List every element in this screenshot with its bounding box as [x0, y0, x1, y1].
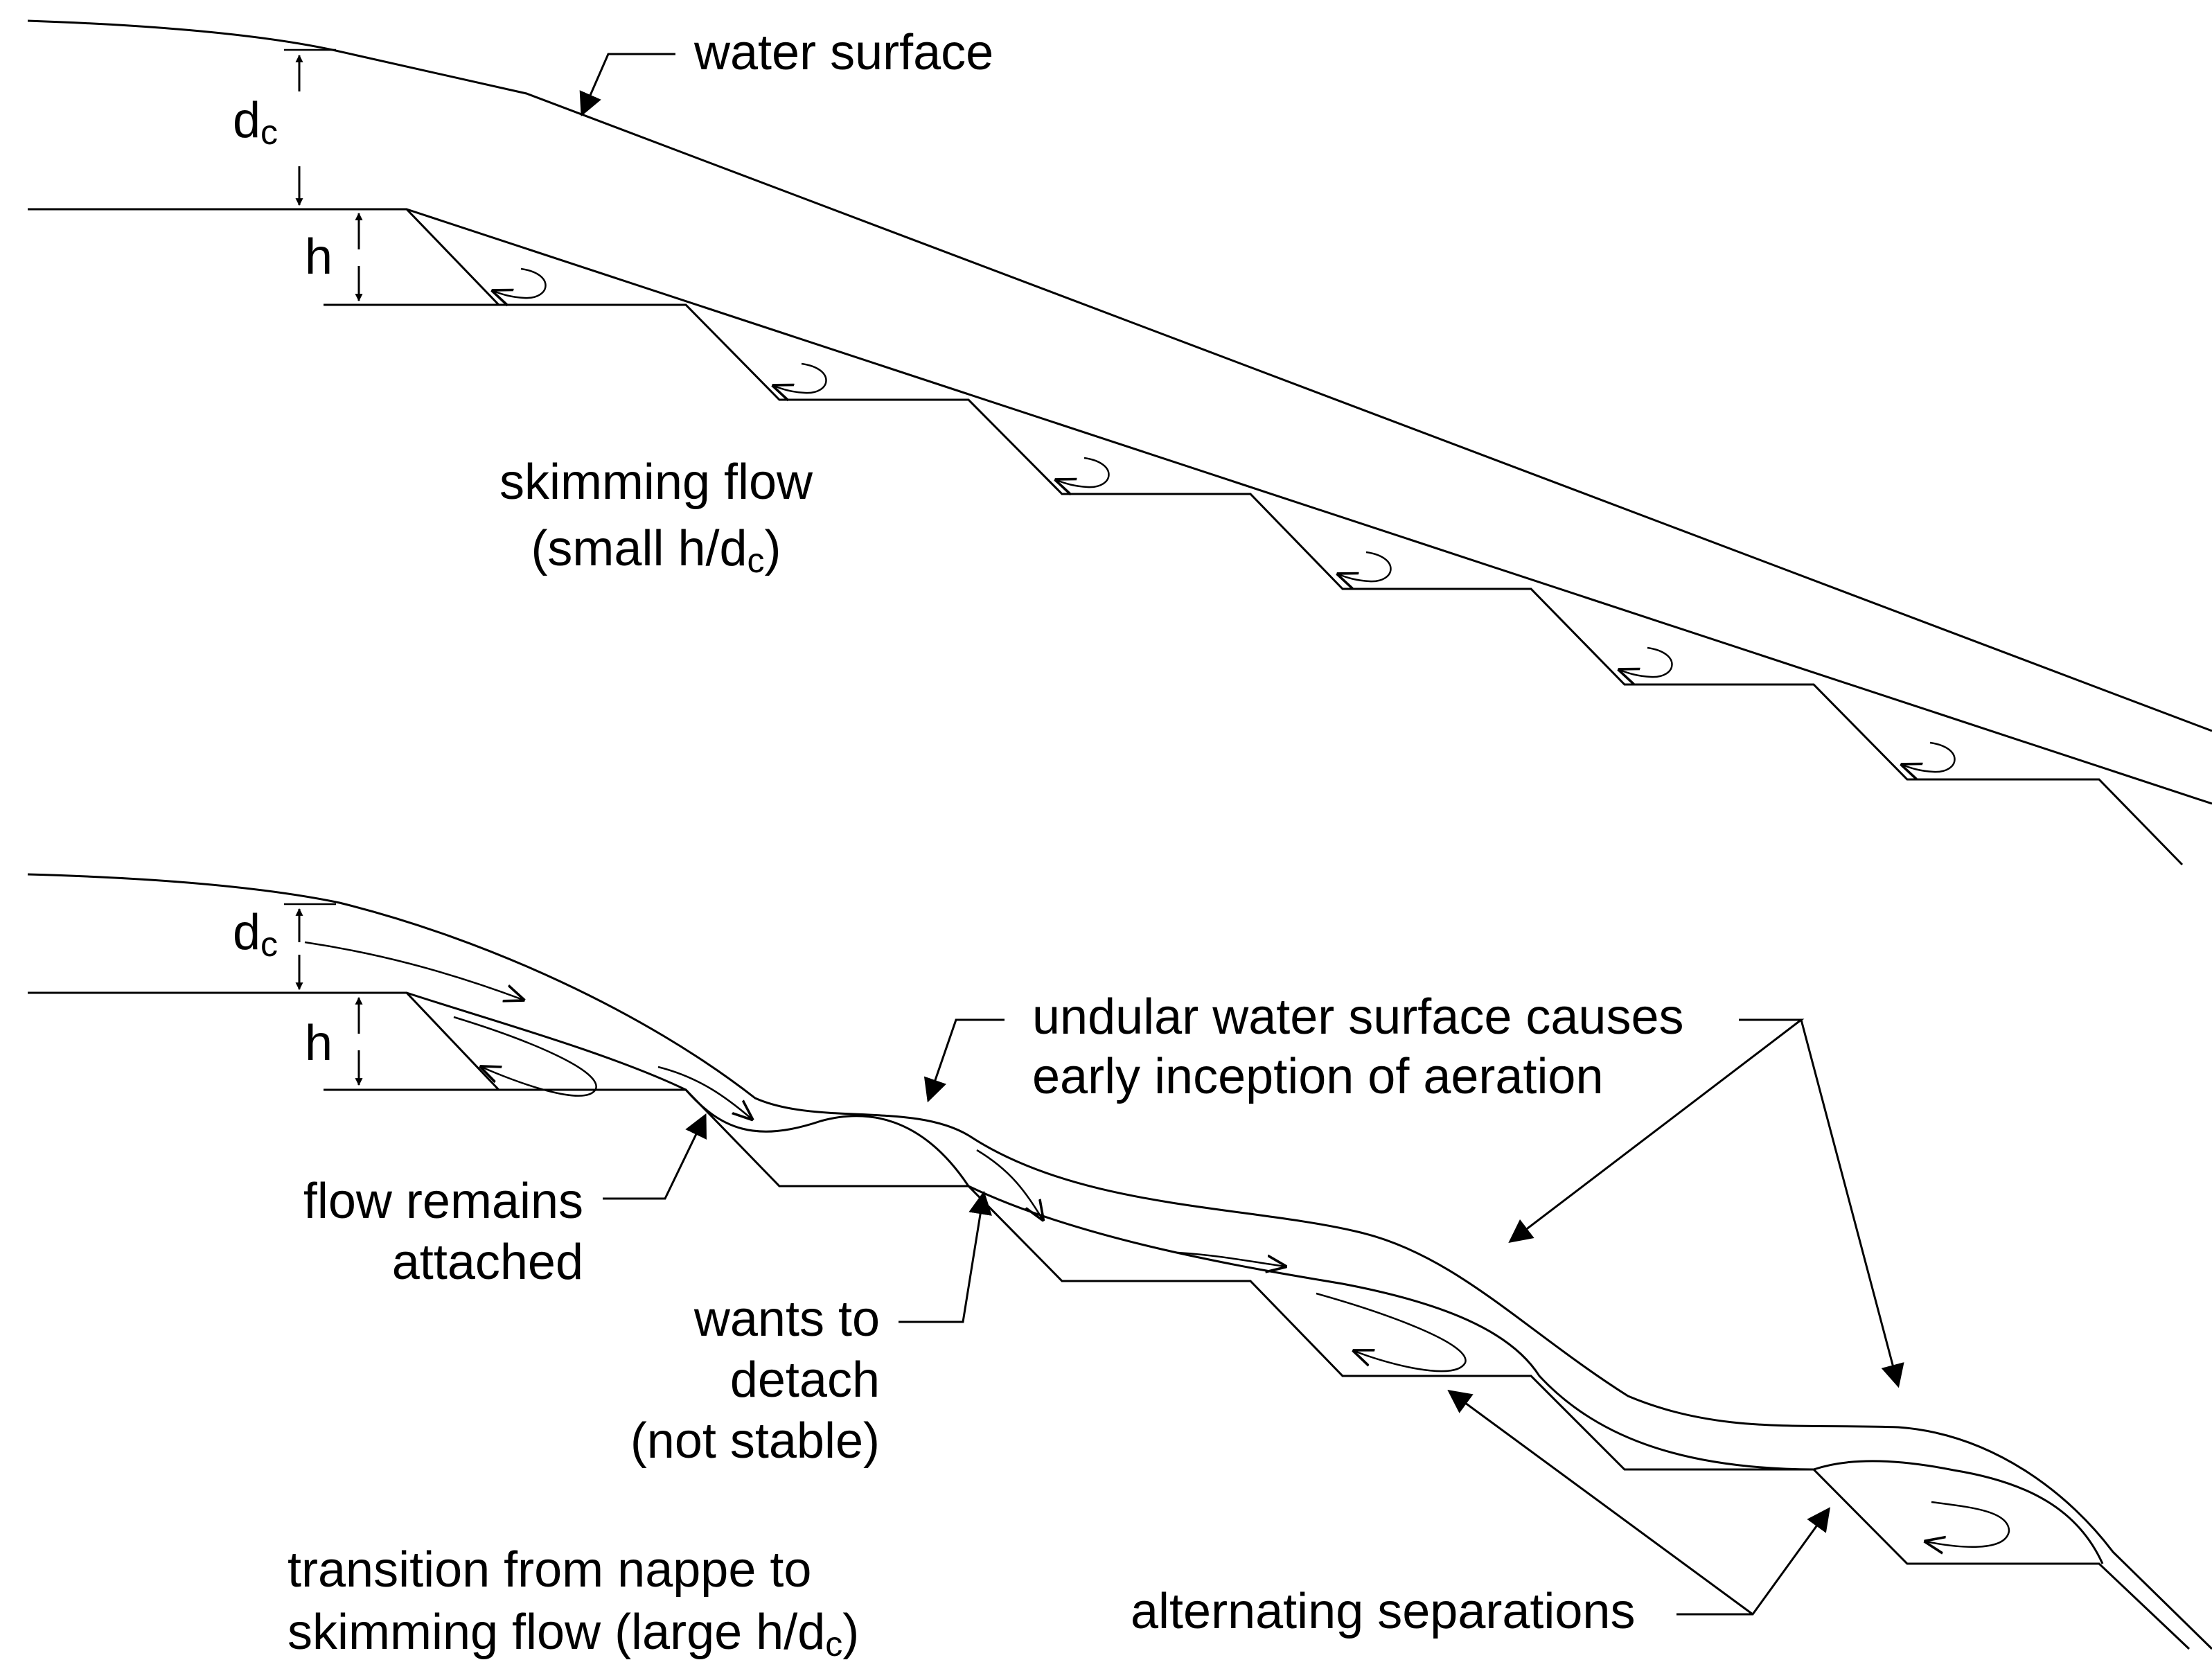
top-skimming-flow-diagram: dc h water surface skimming flow (small …	[27, 19, 2212, 866]
vortex-1	[493, 267, 547, 298]
separations-leader-right	[1676, 1507, 1830, 1616]
undular-label-line1: undular water surface causes	[1032, 989, 1684, 1045]
bottom-undular-water-surface	[27, 873, 2212, 1650]
attached-leader	[603, 1113, 707, 1200]
separations-label: alternating separations	[1131, 1584, 1635, 1639]
top-regime-label-line1: skimming flow	[499, 454, 813, 510]
bottom-regime-label-line1: transition from nappe to	[287, 1542, 811, 1598]
bottom-h-dimension: h	[305, 996, 499, 1091]
bottom-dc-dimension: dc	[233, 903, 336, 991]
bottom-flow-arrows	[304, 941, 1285, 1266]
water-surface-label: water surface	[693, 25, 993, 80]
undular-label-line2: early inception of aeration	[1032, 1049, 1604, 1104]
top-step-profile	[28, 208, 2184, 866]
bottom-dc-label: dc	[233, 905, 278, 964]
vortex-2	[774, 362, 827, 393]
undular-leader-far-right	[1800, 1019, 1904, 1388]
separations-leader-left	[1447, 1389, 1753, 1616]
top-h-label: h	[305, 229, 333, 285]
vortex-5	[1620, 646, 1673, 677]
vortex-step-1	[453, 1016, 597, 1097]
bottom-h-label: h	[305, 1016, 333, 1071]
top-h-dimension: h	[305, 212, 499, 306]
top-water-surface-line	[27, 19, 2212, 732]
top-regime-label-line2: (small h/dc)	[531, 521, 781, 580]
bottom-step-profile	[28, 991, 2191, 1650]
vortex-step-6	[1926, 1501, 2010, 1547]
top-dc-dimension: dc	[233, 48, 336, 206]
detach-leader	[899, 1190, 992, 1323]
detach-label-line1: wants to	[693, 1291, 880, 1347]
undular-leader-left	[923, 1018, 1005, 1103]
bottom-regime-label-line2: skimming flow (large h/dc)	[287, 1605, 859, 1663]
vortex-4	[1338, 551, 1392, 581]
top-recirculation-vortices	[493, 267, 1956, 772]
bottom-separation-vortices	[453, 1016, 2010, 1547]
detach-label-line2: detach	[730, 1352, 880, 1408]
top-pseudo-bottom-line	[406, 208, 2212, 805]
vortex-6	[1902, 741, 1956, 772]
vortex-step-4	[1316, 1292, 1467, 1372]
bottom-jet-lower-boundary	[406, 991, 2104, 1564]
attached-label-line1: flow remains	[303, 1174, 583, 1229]
attached-label-line2: attached	[392, 1235, 583, 1290]
top-dc-label: dc	[233, 93, 278, 152]
vortex-3	[1056, 457, 1110, 487]
water-surface-leader	[579, 53, 675, 117]
bottom-transition-flow-diagram: dc h undular water surface causes early …	[27, 873, 2212, 1663]
detach-label-line3: (not stable)	[630, 1413, 880, 1469]
